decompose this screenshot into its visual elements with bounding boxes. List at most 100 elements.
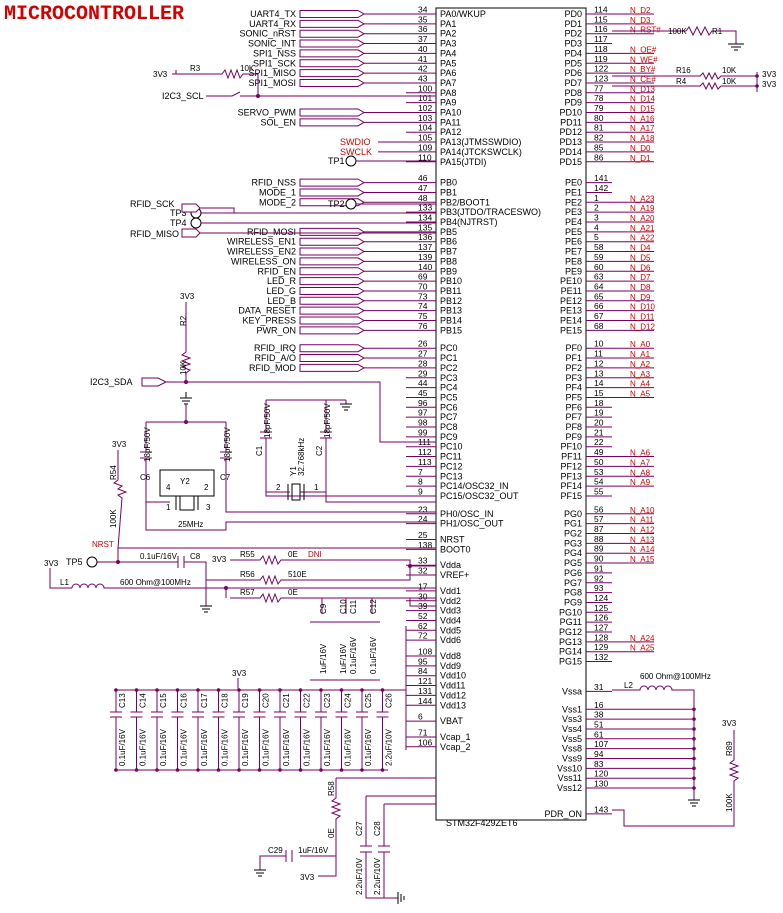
pin-number: 12 (594, 358, 604, 368)
c2-value: 18pF/50V (323, 403, 332, 438)
pin-number: 37 (418, 34, 428, 44)
pin-name: PC3 (440, 373, 458, 383)
c21-value: 0.1uF/16V (282, 728, 291, 766)
pin-number: 108 (418, 647, 432, 657)
pin-net-label: RFID_A/O (254, 353, 296, 363)
pin-name: PE5 (565, 227, 582, 237)
c9-ref: C9 (319, 603, 328, 614)
r16-ref: R16 (676, 66, 691, 75)
pin-number: 32 (418, 566, 428, 576)
pin-number: 17 (418, 581, 428, 591)
y1-frequency: 32.768kHz (297, 438, 306, 476)
pin-name: Vcap_2 (440, 742, 471, 752)
pin-name: PF11 (561, 452, 582, 462)
pin-number: 35 (418, 14, 428, 24)
pin-name: PE0 (565, 178, 582, 188)
pin-name: PF0 (565, 343, 582, 353)
y2-pin1: 1 (166, 503, 171, 512)
c20-value: 0.1uF/16V (262, 728, 271, 766)
c19-ref: C19 (241, 693, 250, 708)
pin-name: Vdd4 (440, 615, 461, 625)
pin-name: PA13(JTMSSWDIO) (440, 137, 521, 147)
test-points: TP1 TP2 TP3 TP4 RFID_SCK RFID_MISO (130, 155, 436, 239)
pin-number: 135 (418, 222, 432, 232)
pin-number: 6 (418, 712, 423, 722)
vbat-circuit: R58 0E C29 1uF/16V 3V3 (254, 777, 436, 882)
y1-pin1: 1 (314, 483, 319, 492)
pin-net-label: RFID_MOSI (247, 227, 296, 237)
pin-name: PB13 (440, 306, 462, 316)
pin-number: 116 (594, 24, 608, 34)
pin-name: PE13 (560, 306, 582, 316)
pin-number: 120 (594, 769, 608, 779)
pin-number: 96 (418, 398, 428, 408)
pin-number: 45 (418, 388, 428, 398)
pin-number: 99 (418, 427, 428, 437)
pin-number: 15 (594, 388, 604, 398)
pin-number: 109 (418, 142, 432, 152)
pin-name: PE4 (565, 217, 582, 227)
pin-name: PG6 (564, 568, 582, 578)
pin-name: PD7 (564, 78, 582, 88)
pin-net-label: N_A1 (630, 350, 651, 359)
pin-net-label: N_A23 (630, 194, 655, 203)
pin-number: 63 (594, 272, 604, 282)
pin-number: 48 (418, 193, 428, 203)
pin-name: PC9 (440, 432, 458, 442)
pin-name: PD2 (564, 29, 582, 39)
pin-number: 128 (594, 632, 608, 642)
pin-number: 102 (418, 103, 432, 113)
pin-number: 97 (418, 408, 428, 418)
c8-ref: C8 (190, 552, 201, 561)
pin-name: PB4(NJTRST) (440, 217, 498, 227)
pin-number: 62 (418, 621, 428, 631)
pin-name: PG9 (564, 597, 582, 607)
pin-name: PA4 (440, 48, 456, 58)
c27-value: 2.2uF/10V (355, 857, 364, 895)
pin-number: 10 (594, 339, 604, 349)
pin-number: 134 (418, 213, 432, 223)
pin-number: 85 (594, 142, 604, 152)
tp3-label: TP3 (170, 208, 187, 218)
chip-part-number: STM32F429ZET6 (446, 818, 518, 828)
c17-ref: C17 (200, 693, 209, 708)
pin-net-label: N_A15 (630, 555, 655, 564)
pin-number: 105 (418, 133, 432, 143)
pin-number: 13 (594, 368, 604, 378)
pin-net-label: N_D6 (630, 263, 651, 272)
c27-ref: C27 (355, 821, 364, 836)
pin-net-label: N_A7 (630, 458, 651, 467)
pin-name: PB7 (440, 247, 457, 257)
pin-name: PB10 (440, 276, 462, 286)
pin-name: PA14(JTCKSWCLK) (440, 147, 522, 157)
pin-number: 42 (418, 64, 428, 74)
pin-number: 50 (594, 457, 604, 467)
